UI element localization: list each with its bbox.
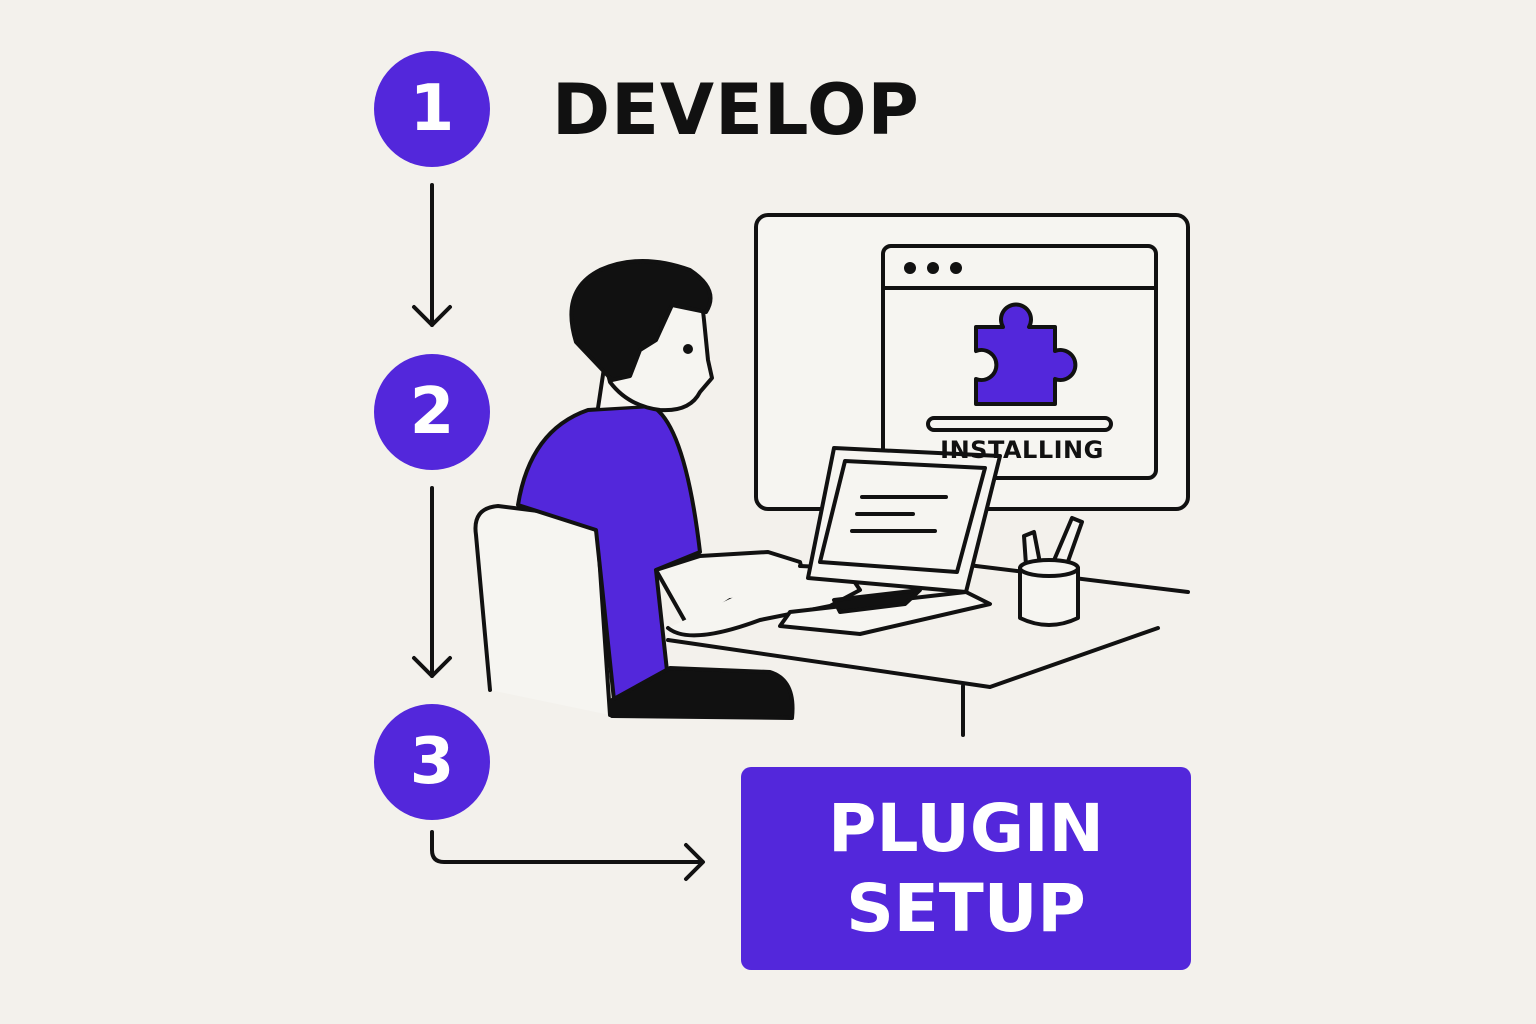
step-1-badge: 1 bbox=[374, 51, 490, 167]
chair bbox=[473, 504, 612, 717]
pen-holder bbox=[1018, 516, 1084, 627]
plugin-setup-line-2: SETUP bbox=[846, 869, 1086, 947]
arrow-down-icon bbox=[412, 486, 452, 678]
window-dots bbox=[904, 262, 962, 274]
installing-status: INSTALLING bbox=[940, 436, 1104, 464]
puzzle-piece-icon bbox=[974, 302, 1078, 406]
step-3-badge: 3 bbox=[374, 704, 490, 820]
person bbox=[516, 259, 862, 720]
arrow-down-icon bbox=[412, 183, 452, 327]
step-2-badge: 2 bbox=[374, 354, 490, 470]
plugin-setup-line-1: PLUGIN bbox=[828, 789, 1104, 867]
plugin-setup-box: PLUGIN SETUP bbox=[741, 767, 1191, 970]
progress-bar bbox=[926, 416, 1113, 432]
develop-heading: DEVELOP bbox=[552, 69, 920, 151]
arrow-right-icon bbox=[430, 830, 705, 881]
laptop bbox=[778, 446, 1002, 636]
